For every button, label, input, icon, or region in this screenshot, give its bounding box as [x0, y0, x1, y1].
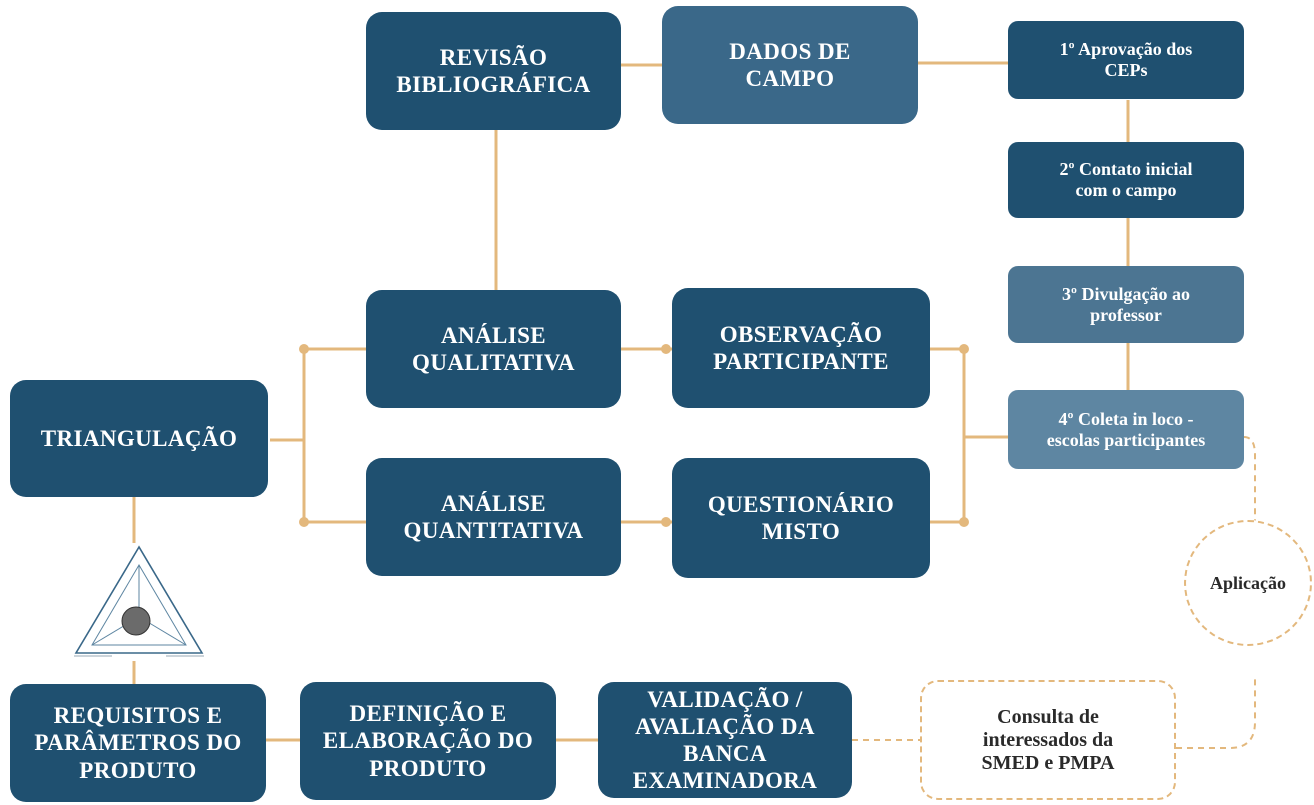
triangulacao-box: TRIANGULAÇÃO: [10, 380, 268, 497]
step-1-box: 1º Aprovação dos CEPs: [1008, 21, 1244, 99]
requisitos-box: REQUISITOS E PARÂMETROS DO PRODUTO: [10, 684, 266, 802]
step-3-box: 3º Divulgação ao professor: [1008, 266, 1244, 343]
definicao-box: DEFINIÇÃO E ELABORAÇÃO DO PRODUTO: [300, 682, 556, 800]
dados-de-campo-box: DADOS DE CAMPO: [662, 6, 918, 124]
validacao-box: VALIDAÇÃO / AVALIAÇÃO DA BANCA EXAMINADO…: [598, 682, 852, 798]
observacao-participante-box: OBSERVAÇÃO PARTICIPANTE: [672, 288, 930, 408]
revisao-bibliografica-box: REVISÃO BIBLIOGRÁFICA: [366, 12, 621, 130]
analise-quantitativa-box: ANÁLISE QUANTITATIVA: [366, 458, 621, 576]
aplicacao-circle: Aplicação: [1184, 520, 1312, 646]
questionario-misto-box: QUESTIONÁRIO MISTO: [672, 458, 930, 578]
triangulation-icon: [72, 543, 206, 661]
analise-qualitativa-box: ANÁLISE QUALITATIVA: [366, 290, 621, 408]
consulta-box: Consulta de interessados da SMED e PMPA: [920, 680, 1176, 800]
step-4-box: 4º Coleta in loco - escolas participante…: [1008, 390, 1244, 469]
step-2-box: 2º Contato inicial com o campo: [1008, 142, 1244, 218]
